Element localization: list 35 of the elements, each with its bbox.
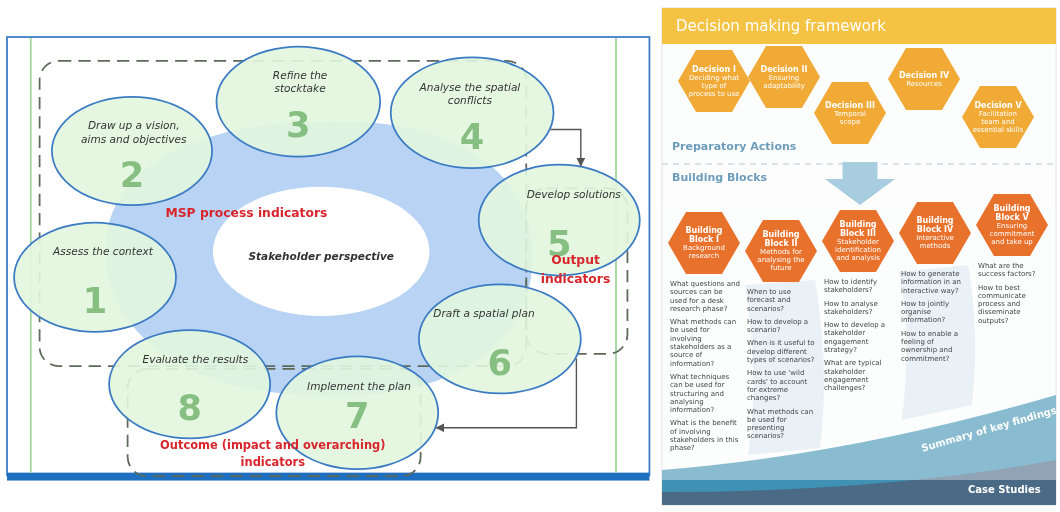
step-number: 6 <box>486 342 514 382</box>
hexagon-title: Decision I <box>691 64 737 74</box>
step-number: 4 <box>458 116 486 156</box>
perspective-label: Stakeholder perspective <box>247 249 395 262</box>
step-label: Draft a spatial plan <box>432 307 536 321</box>
section-panel <box>662 44 1056 162</box>
step-number: 1 <box>81 281 109 320</box>
hexagon-title: Building Block I <box>684 226 724 244</box>
step-label: Analyse the spatial conflicts <box>418 80 522 108</box>
step-label: Draw up a vision, aims and objectives <box>80 119 188 147</box>
poster-title: Decision making framework <box>676 17 887 35</box>
section-heading: Building Blocks <box>672 171 768 184</box>
hexagon-title: Building Block II <box>761 230 801 248</box>
arrow <box>550 128 586 167</box>
step-number: 7 <box>344 396 371 435</box>
hexagon-title: Building Block V <box>992 204 1032 222</box>
step-label: Develop solutions <box>525 188 622 202</box>
step-number: 2 <box>118 154 146 194</box>
step-number: 3 <box>285 105 312 145</box>
step-label: Implement the plan <box>306 380 413 394</box>
step-label: Assess the context <box>51 245 154 259</box>
arrow <box>435 357 578 433</box>
hexagon-title: Decision IV <box>898 70 950 80</box>
section-heading: Preparatory Actions <box>672 140 797 153</box>
hexagon-title: Building Block III <box>838 220 878 238</box>
step-label: Refine the stocktake <box>271 69 329 97</box>
band-label: Case Studies <box>968 484 1042 495</box>
hexagon-title: Decision III <box>824 100 876 110</box>
step-number: 8 <box>176 388 203 427</box>
hexagon-title: Decision II <box>759 64 809 74</box>
indicator-label: MSP process indicators <box>164 206 329 221</box>
block-arrow <box>825 162 895 205</box>
hexagon-title: Building Block IV <box>915 216 955 234</box>
hexagon-title: Decision V <box>973 100 1023 110</box>
step-label: Evaluate the results <box>141 352 250 367</box>
